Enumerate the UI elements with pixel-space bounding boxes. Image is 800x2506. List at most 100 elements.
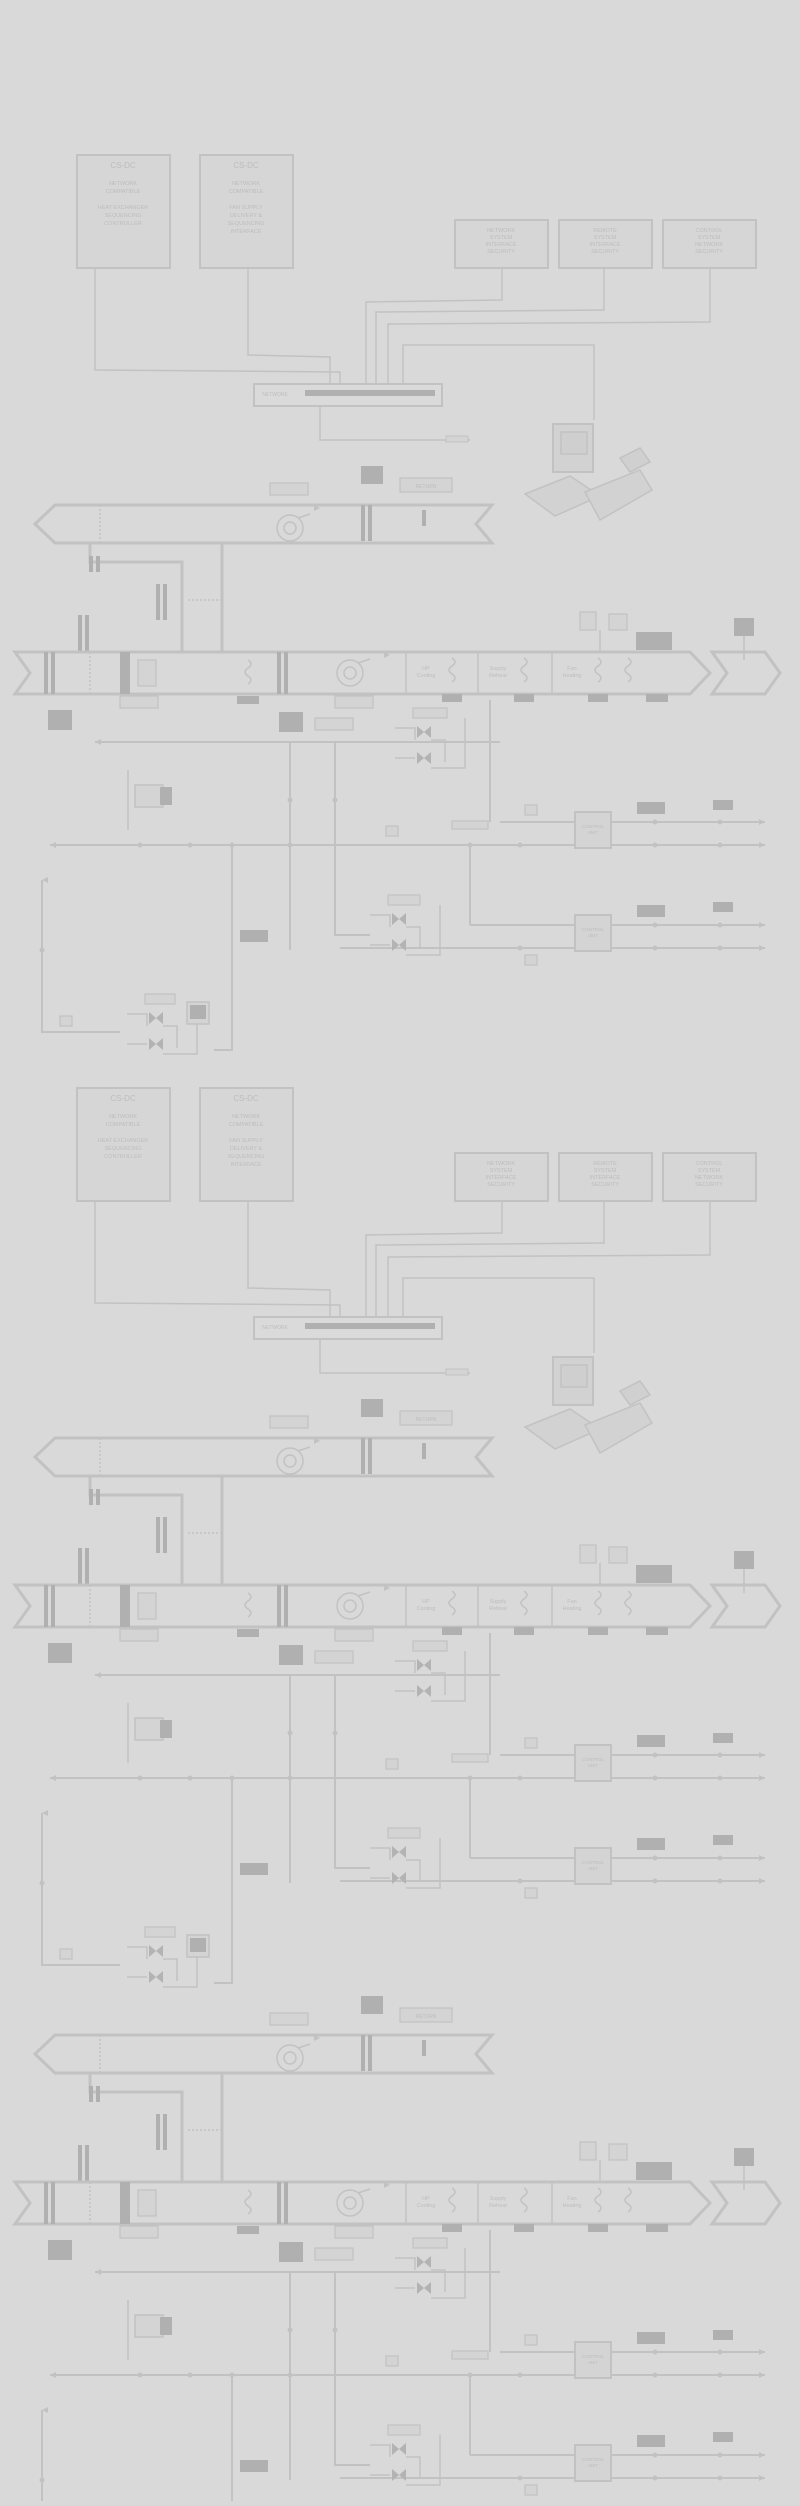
controller-text: COMPATIBLE — [106, 1122, 141, 1128]
control-unit-box — [574, 811, 612, 849]
preheat-coil — [244, 1592, 252, 1618]
return-damper — [361, 2035, 365, 2071]
sensor-probe — [422, 2040, 426, 2056]
humidifier-box — [608, 613, 628, 631]
junction-dot — [287, 2327, 293, 2333]
flow-arrow — [759, 2372, 765, 2378]
coil-symbol — [520, 2187, 528, 2213]
junction-dot — [229, 1775, 235, 1781]
filter-bank — [120, 652, 130, 694]
return-damper — [361, 1438, 365, 1474]
junction-dot — [187, 1775, 193, 1781]
junction-dot — [717, 2372, 723, 2378]
supply-fan-tag — [334, 1628, 374, 1642]
preheat-coil — [244, 659, 252, 685]
control-unit-label: CONTROL — [582, 1757, 604, 1762]
monitor-screen — [560, 431, 588, 455]
junction-dot — [467, 2372, 473, 2378]
valve-tag — [144, 993, 176, 1005]
valve-piping — [431, 718, 466, 769]
control-unit-label: UNIT — [588, 830, 599, 835]
junction-dot — [652, 1775, 658, 1781]
filter-tag — [119, 1628, 159, 1642]
strainer-tag — [451, 1753, 489, 1763]
network-cable — [247, 268, 331, 384]
supply-fan-tag — [334, 2225, 374, 2239]
flow-arrow — [42, 2407, 48, 2413]
flow-arrow — [384, 1585, 390, 1591]
junction-dot — [652, 1855, 658, 1861]
controller-title: CS-DC — [110, 1094, 136, 1103]
network-cable — [319, 406, 470, 441]
controller-text: HEAT EXCHANGER — [98, 1138, 149, 1144]
sensor-box — [524, 1887, 538, 1899]
valve-piping — [431, 2248, 466, 2299]
actuator-block — [588, 694, 608, 702]
junction-dot — [652, 819, 658, 825]
coil-zone-label: Cooling — [417, 1606, 436, 1612]
peer-system-text: SECURITY — [591, 249, 619, 255]
junction-dot — [517, 2372, 523, 2378]
hub-label: NETWORK — [262, 392, 288, 398]
control-unit-box — [574, 2444, 612, 2482]
control-unit-label: CONTROL — [582, 824, 604, 829]
peer-system-text: INTERFACE — [486, 242, 517, 248]
control-unit-label: CONTROL — [582, 2457, 604, 2462]
flow-arrow — [759, 1855, 765, 1861]
junction-dot — [717, 2452, 723, 2458]
outside-damper — [78, 1548, 82, 1584]
controller-text: CONTROLLER — [104, 221, 142, 227]
controller-text: HEAT EXCHANGER — [98, 205, 149, 211]
mixing-box-wall — [88, 1476, 184, 1585]
valve-piping — [406, 2456, 421, 2479]
humidifier-tank — [579, 611, 597, 631]
valve-tag — [387, 1827, 421, 1839]
flow-arrow — [314, 1438, 320, 1444]
control-unit-label: UNIT — [588, 2360, 599, 2365]
control-valve — [417, 2256, 431, 2268]
mixing-box-wall — [88, 2073, 184, 2182]
network-cable — [402, 1277, 595, 1353]
network-cable — [94, 1201, 341, 1317]
coil-zone-label: Supply — [490, 666, 507, 672]
controller-title: CS-DC — [110, 161, 136, 170]
junction-dot — [137, 2372, 143, 2378]
coil-zone-label: Reheat — [489, 2203, 507, 2209]
peer-system-text: INTERFACE — [486, 1175, 517, 1181]
actuator-block — [237, 1629, 259, 1637]
sensor-box — [59, 1948, 73, 1960]
inlet-damper — [51, 652, 55, 694]
actuator-block — [713, 800, 733, 810]
actuator-block — [588, 1627, 608, 1635]
return-air-duct — [32, 1436, 496, 1478]
flow-arrow — [314, 505, 320, 511]
filter-bank — [120, 1585, 130, 1627]
mixed-damper — [163, 2114, 167, 2150]
sensor-probe — [422, 1443, 426, 1459]
peer-system-text: NETWORK — [487, 228, 515, 234]
flow-arrow — [95, 1672, 101, 1678]
junction-dot — [187, 2372, 193, 2378]
mixed-damper — [163, 1517, 167, 1553]
printer-icon — [583, 1402, 654, 1455]
printer-tray-icon — [618, 447, 652, 473]
junction-dot — [652, 2475, 658, 2481]
peer-system-text: SECURITY — [695, 1182, 723, 1188]
network-cable — [319, 1339, 470, 1374]
controller-text: NETWORK — [232, 181, 260, 187]
actuator-block — [361, 1399, 383, 1417]
flow-arrow — [759, 2349, 765, 2355]
pump-display — [160, 787, 172, 805]
face-damper — [277, 652, 281, 694]
peer-system-box — [454, 1152, 549, 1202]
control-valve — [149, 1971, 163, 1983]
valve-tag — [387, 894, 421, 906]
control-unit-label: UNIT — [588, 933, 599, 938]
flow-arrow — [384, 2182, 390, 2188]
controller-text: NETWORK — [232, 1114, 260, 1120]
junction-dot — [652, 842, 658, 848]
control-unit-box — [574, 1847, 612, 1885]
valve-piping — [406, 1838, 441, 1889]
valve-piping — [395, 1660, 416, 1673]
control-valve — [417, 2282, 431, 2294]
